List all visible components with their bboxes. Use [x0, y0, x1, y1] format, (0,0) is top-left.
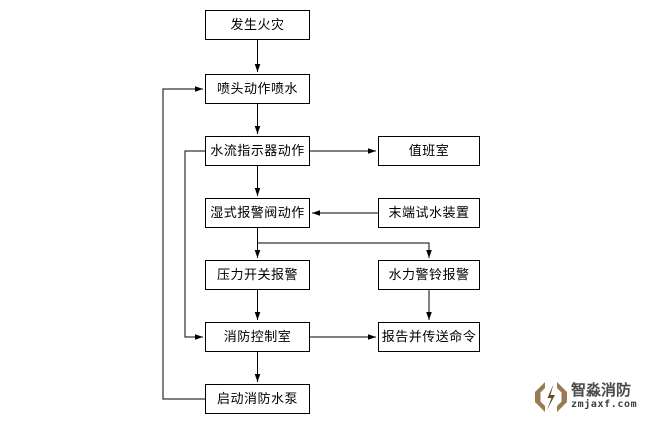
node-flow-indicator[interactable]: 水流指示器动作	[205, 136, 310, 166]
edge-flowindicator-to-controlroom-loop	[184, 150, 205, 340]
brand-domain: zmjaxf.com	[571, 398, 638, 410]
brand-name: 智淼消防	[571, 381, 632, 400]
node-pressure-switch-label: 压力开关报警	[216, 267, 298, 283]
node-wet-alarm-valve[interactable]: 湿式报警阀动作	[205, 198, 310, 228]
watermark-logo: 智淼消防 zmjaxf.com	[532, 377, 654, 417]
node-fire[interactable]: 发生火灾	[205, 10, 310, 40]
edge-valve-to-waterbell	[256, 228, 432, 258]
brand-mark-icon	[535, 382, 567, 412]
node-end-test-device-label: 末端试水装置	[388, 205, 470, 221]
node-duty-room[interactable]: 值班室	[378, 136, 480, 166]
node-start-pump[interactable]: 启动消防水泵	[205, 384, 310, 414]
node-report-command[interactable]: 报告并传送命令	[378, 322, 480, 352]
node-fire-label: 发生火灾	[230, 17, 285, 33]
brand-text: 智淼消防 zmjaxf.com	[571, 381, 638, 411]
node-report-command-label: 报告并传送命令	[381, 329, 477, 345]
edge-pump-to-sprinkler-loop	[162, 86, 205, 400]
node-sprinkler-label: 喷头动作喷水	[216, 81, 298, 97]
node-fire-control-room[interactable]: 消防控制室	[205, 322, 310, 352]
node-duty-room-label: 值班室	[408, 143, 450, 159]
node-sprinkler[interactable]: 喷头动作喷水	[205, 74, 310, 104]
node-end-test-device[interactable]: 末端试水装置	[378, 198, 480, 228]
node-water-bell-label: 水力警铃报警	[388, 267, 470, 283]
node-water-bell[interactable]: 水力警铃报警	[378, 260, 480, 290]
node-pressure-switch[interactable]: 压力开关报警	[205, 260, 310, 290]
node-fire-control-room-label: 消防控制室	[223, 329, 292, 345]
node-start-pump-label: 启动消防水泵	[216, 391, 298, 407]
node-wet-alarm-valve-label: 湿式报警阀动作	[210, 205, 305, 221]
node-flow-indicator-label: 水流指示器动作	[210, 143, 305, 159]
